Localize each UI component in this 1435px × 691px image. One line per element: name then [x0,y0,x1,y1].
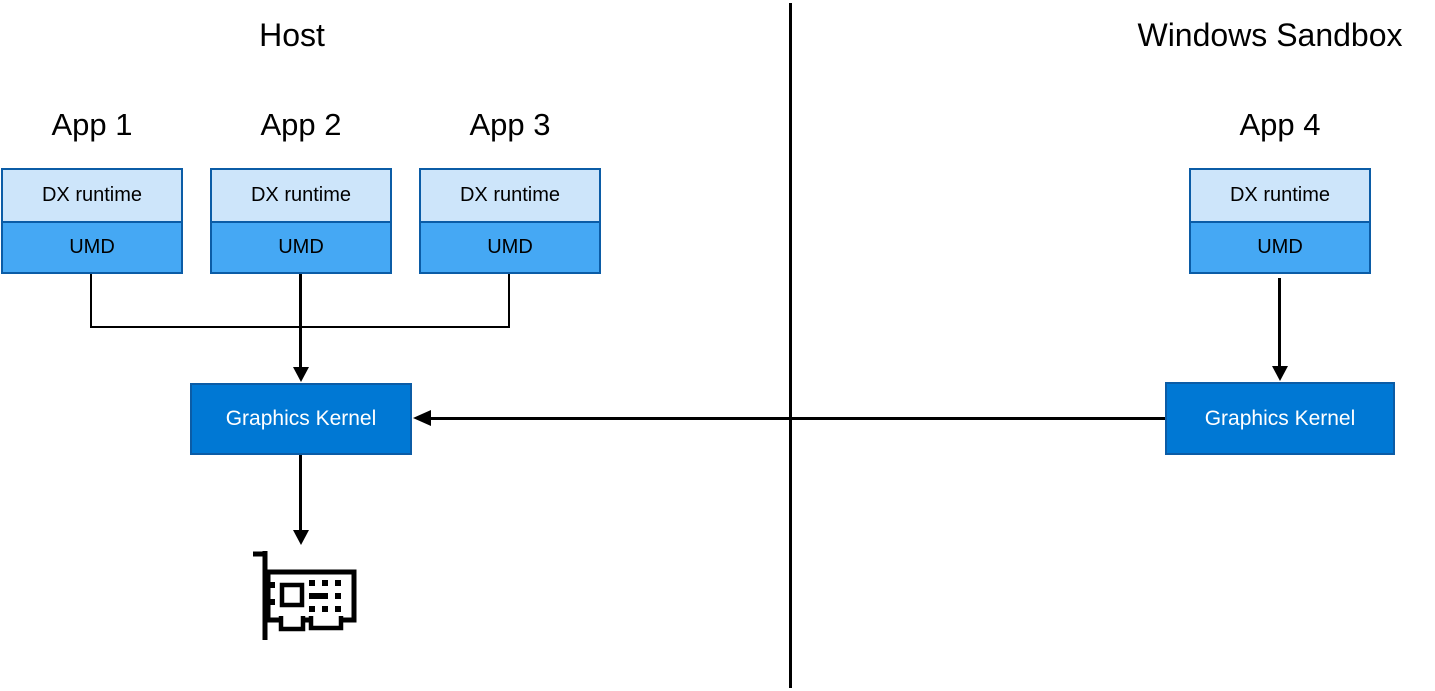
host-graphics-kernel-box: Graphics Kernel [190,383,412,455]
app4-dx-runtime-box: DX runtime [1191,170,1369,221]
app2-label: App 2 [260,107,342,142]
sandbox-section-title: Windows Sandbox [1137,17,1403,53]
arrowhead-into-sandbox-kernel [1272,366,1288,381]
connector-kernel-to-gpu [299,455,302,532]
app4-label: App 4 [1239,107,1321,142]
connector-app2-to-kernel [299,274,302,369]
host-graphics-kernel-label: Graphics Kernel [225,407,377,430]
app1-label: App 1 [51,107,133,142]
gpu-card-icon [253,551,357,640]
app2-umd-box: UMD [212,221,390,272]
connector-app1-to-bus [90,274,92,328]
app4-umd-box: UMD [1191,221,1369,272]
app3-stack: DX runtime UMD [419,168,601,274]
app1-dx-runtime-box: DX runtime [3,170,181,221]
sandbox-graphics-kernel-label: Graphics Kernel [1204,406,1356,430]
app2-stack: DX runtime UMD [210,168,392,274]
connector-app3-to-bus [508,274,510,328]
host-section-title: Host [259,17,325,53]
app3-umd-box: UMD [421,221,599,272]
host-sandbox-divider [789,3,792,688]
arrowhead-into-host-kernel-side [413,410,431,426]
app3-label: App 3 [469,107,551,142]
app1-stack: DX runtime UMD [1,168,183,274]
app3-dx-runtime-box: DX runtime [421,170,599,221]
app4-stack: DX runtime UMD [1189,168,1371,274]
connector-sandbox-kernel-to-host-kernel [429,417,1165,420]
arrowhead-into-host-kernel [293,367,309,382]
connector-app4-to-kernel [1278,278,1281,368]
sandbox-graphics-kernel-box: Graphics Kernel [1165,382,1395,455]
app1-umd-box: UMD [3,221,181,272]
arrowhead-into-gpu [293,530,309,545]
app2-dx-runtime-box: DX runtime [212,170,390,221]
